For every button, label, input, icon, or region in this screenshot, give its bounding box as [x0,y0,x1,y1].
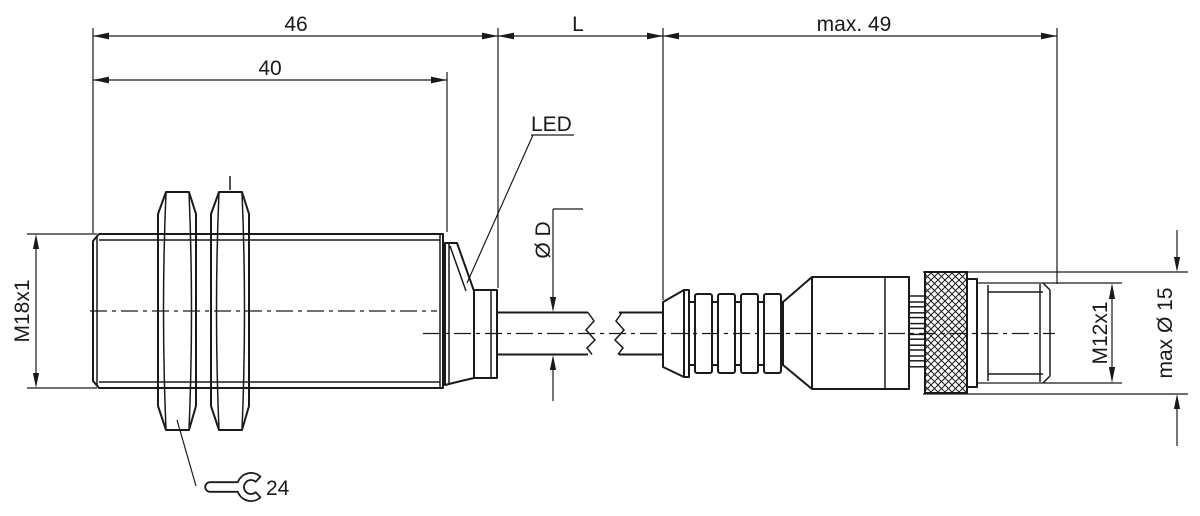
cable-diameter-label: Ø D [532,221,555,258]
rear-cap [444,242,498,386]
wrench-size-label: 24 [266,477,290,500]
wrench-leader-line [176,419,197,487]
cable-break-right [613,312,626,355]
dimension-arrowheads [93,32,1057,84]
dim-40-label: 40 [258,57,281,80]
m18-dimension: M18x1 [11,233,97,389]
m18-dim-lines [27,233,97,389]
dim-46-label: 46 [284,13,307,36]
led-label: LED [531,113,572,136]
dim-l-label: L [572,13,584,36]
cable-diameter-dimension: Ø D [532,208,583,401]
connector [662,271,1051,394]
connector-max-diameter-label: max Ø 15 [1154,287,1177,378]
dim-max49-label: max. 49 [817,13,892,36]
max15-dim-lines [923,230,1188,446]
rear-cap-details [448,243,467,384]
led-leader-line [466,134,574,284]
wrench-icon [204,472,262,502]
cable-dia-arrowheads [549,297,557,370]
thread-m12-label: M12x1 [1089,301,1112,364]
extension-lines [92,28,1058,300]
connector-serrations [908,295,926,368]
max-diameter-dimension: max Ø 15 [923,230,1188,446]
connector-cone [782,276,813,390]
cable-edges [497,311,663,356]
cable-dia-dim-lines [552,208,583,401]
wrench-callout: 24 [176,419,290,502]
cable [497,311,663,356]
knurled-coupling-nut [924,271,968,394]
thread-m18-label: M18x1 [11,279,34,342]
cable-break-left [584,312,597,355]
m12-dimension: M12x1 [977,282,1122,384]
m12-dim-lines [977,282,1122,384]
dimension-lines [93,35,1057,81]
top-dimensions: 46 40 L max. 49 [92,13,1058,300]
centerlines [90,310,1055,335]
led-callout: LED [466,113,574,284]
